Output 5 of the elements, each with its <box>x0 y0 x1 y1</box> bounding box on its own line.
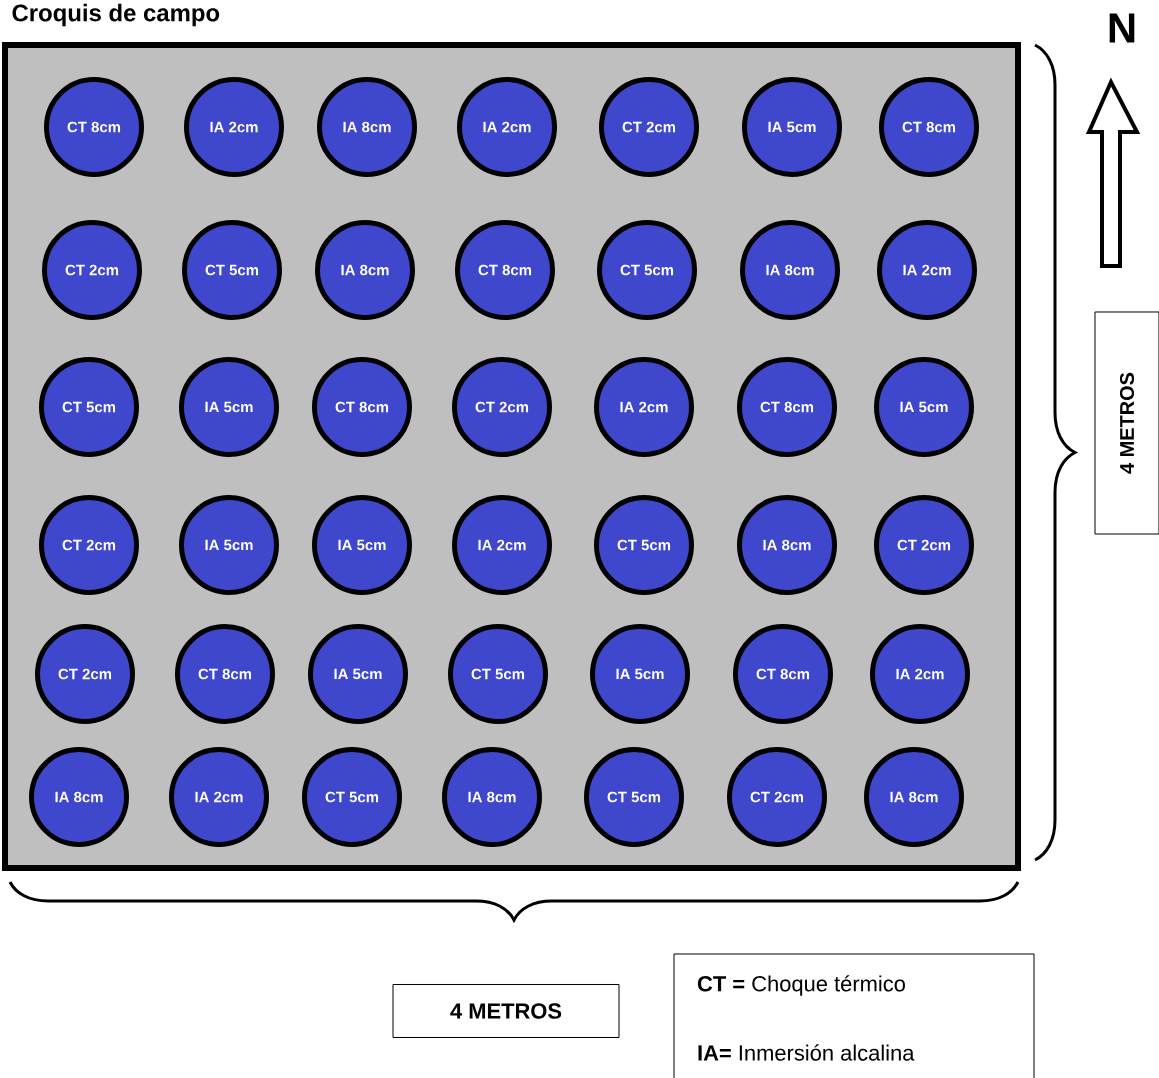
dimension-box: 4 METROS <box>1094 311 1159 535</box>
dimension-box: 4 METROS <box>392 984 620 1038</box>
legend-box: CT = Choque térmico IA= Inmersión alcalina <box>673 953 1035 1078</box>
title: Croquis de campo <box>12 3 220 27</box>
north-label: N <box>1109 13 1135 43</box>
